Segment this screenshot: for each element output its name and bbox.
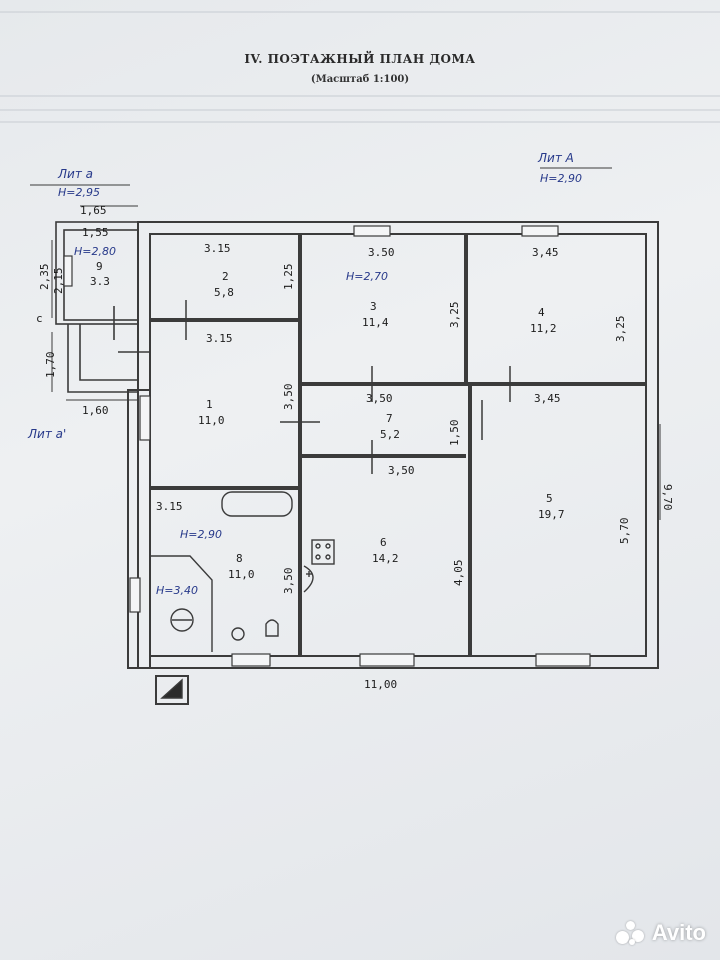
svg-text:6: 6 [380, 536, 387, 549]
dim-215: 2,15 [52, 268, 65, 295]
svg-text:9: 9 [96, 260, 103, 273]
annex-walls [55, 221, 139, 393]
dim-350-v2: 3,50 [282, 568, 295, 595]
door-marks [118, 300, 511, 474]
avito-watermark: Avito [615, 920, 706, 946]
svg-text:3.3: 3.3 [90, 275, 110, 288]
dim-160: 1,60 [82, 404, 109, 417]
svg-text:19,7: 19,7 [538, 508, 565, 521]
svg-text:5,2: 5,2 [380, 428, 400, 441]
plan-title: IV. ПОЭТАЖНЫЙ ПЛАН ДОМА [244, 52, 476, 66]
dim-235: 2,35 [38, 264, 51, 291]
room9-height: Н=2,80 [74, 245, 116, 258]
dim-125: 1,25 [282, 264, 295, 291]
dim-315-mid: 3.15 [206, 332, 233, 345]
dim-155: 1,55 [82, 226, 109, 239]
svg-text:8: 8 [236, 552, 243, 565]
dim-350-low: 3,50 [388, 464, 415, 477]
boiler-room-wall [150, 555, 213, 652]
svg-text:3: 3 [370, 300, 377, 313]
dim-325-a: 3,25 [448, 302, 461, 329]
room8-height: Н=2,90 [180, 528, 222, 541]
lit-a-small-label: Лит а [57, 167, 93, 181]
toilet-icon [265, 619, 279, 637]
stove-icon [311, 539, 335, 565]
windows [63, 225, 591, 667]
avito-logo-icon [615, 921, 646, 945]
room-7: 7 5,2 [380, 412, 400, 441]
room-8: 8 11,0 [228, 552, 255, 581]
avito-brand-text: Avito [651, 920, 706, 945]
plan-scale: (Масштаб 1:100) [310, 74, 410, 85]
dim-315-top: 3.15 [204, 242, 231, 255]
washbasin-icon [231, 627, 245, 641]
svg-text:11,0: 11,0 [228, 568, 255, 581]
svg-text:1: 1 [206, 398, 213, 411]
bathtub-icon [221, 491, 293, 517]
dim-1100: 11,00 [364, 678, 397, 691]
lit-a-small-height: Н=2,95 [58, 186, 100, 199]
form-rules [0, 11, 720, 123]
svg-text:11,4: 11,4 [362, 316, 389, 329]
svg-text:4: 4 [538, 306, 545, 319]
dim-350-v: 3,50 [282, 384, 295, 411]
lit-A-label: Лит А [537, 151, 574, 165]
room-9: 9 3.3 [90, 260, 110, 288]
room-3: 3 11,4 [362, 300, 389, 329]
svg-text:5,8: 5,8 [214, 286, 234, 299]
dim-345-mid: 3,45 [534, 392, 561, 405]
svg-text:14,2: 14,2 [372, 552, 399, 565]
chimney-icon [155, 675, 189, 705]
dim-150: 1,50 [448, 420, 461, 447]
dim-165: 1,65 [80, 204, 107, 217]
dim-345-top: 3,45 [532, 246, 559, 259]
dim-325-b: 3,25 [614, 316, 627, 343]
dim-350-mid: 3,50 [366, 392, 393, 405]
lit-A-height: Н=2,90 [540, 172, 582, 185]
svg-text:2: 2 [222, 270, 229, 283]
dim-350-top: 3.50 [368, 246, 395, 259]
outer-walls [127, 221, 659, 669]
boiler-icon [170, 608, 194, 632]
fixtures [150, 491, 335, 705]
svg-text:11,0: 11,0 [198, 414, 225, 427]
lit-a1-label: Лит а' [27, 427, 66, 441]
room-1: 1 11,0 [198, 398, 225, 427]
room-2: 2 5,8 [214, 270, 234, 299]
svg-text:7: 7 [386, 412, 393, 425]
sink-icon [303, 565, 314, 593]
svg-text:11,2: 11,2 [530, 322, 557, 335]
room-6: 6 14,2 [372, 536, 399, 565]
boiler-height: Н=3,40 [156, 584, 198, 597]
room-5: 5 19,7 [538, 492, 565, 521]
dim-405: 4,05 [452, 560, 465, 587]
dim-c: с [36, 312, 43, 325]
room3-height: Н=2,70 [346, 270, 388, 283]
dim-315-low: 3.15 [156, 500, 183, 513]
interior-walls [150, 234, 646, 656]
dim-570: 5,70 [618, 518, 631, 545]
dimension-lines [30, 167, 661, 520]
dim-170: 1,70 [44, 352, 57, 379]
room-4: 4 11,2 [530, 306, 557, 335]
dim-970: 9,70 [661, 484, 674, 511]
svg-text:5: 5 [546, 492, 553, 505]
